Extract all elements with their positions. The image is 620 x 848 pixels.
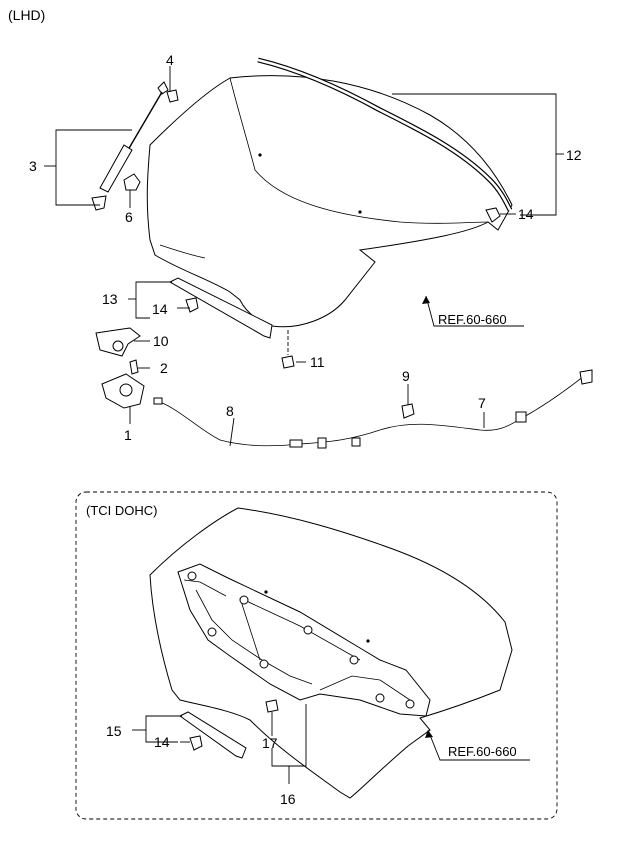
callout-10: 10 xyxy=(153,333,169,349)
callout-8: 8 xyxy=(226,403,234,419)
callout-15: 15 xyxy=(106,723,122,739)
callout-1: 1 xyxy=(124,427,132,443)
reference-label-upper: REF.60-660 xyxy=(438,312,507,327)
callout-14-a: 14 xyxy=(518,206,534,222)
clip-14-part-c xyxy=(189,735,203,751)
callout-12: 12 xyxy=(566,147,582,163)
cable-clip xyxy=(515,411,527,423)
variant-label: (LHD) xyxy=(8,7,45,23)
hood-hole xyxy=(358,210,362,214)
hood-latch xyxy=(95,327,145,409)
clip-9-part xyxy=(401,403,415,419)
section-label: (TCI DOHC) xyxy=(86,503,158,518)
cable-joint xyxy=(289,439,303,448)
leader-lines-upper xyxy=(44,66,564,447)
hood-hole xyxy=(258,153,262,157)
cable-joint xyxy=(351,437,361,447)
callout-13: 13 xyxy=(102,291,118,307)
hood-stay-rod xyxy=(91,81,169,211)
callout-14-b: 14 xyxy=(152,301,168,317)
bumper-11-part xyxy=(281,355,295,369)
callout-7: 7 xyxy=(478,395,486,411)
release-handle xyxy=(579,369,593,385)
bumper-17-part xyxy=(265,699,279,713)
callout-4: 4 xyxy=(166,52,174,68)
callout-3: 3 xyxy=(29,158,37,174)
callout-6: 6 xyxy=(125,209,133,225)
clip-14-part-b xyxy=(185,297,199,313)
clip-4-part xyxy=(166,89,179,103)
callout-16: 16 xyxy=(280,791,296,807)
leader-lines-lower xyxy=(132,704,530,784)
clip-14-part xyxy=(485,207,501,223)
hood-release-cable xyxy=(159,401,523,447)
grommet-6-part xyxy=(123,173,141,191)
reference-label-lower: REF.60-660 xyxy=(448,744,517,759)
cable-joint xyxy=(317,437,327,449)
hood-inner-frame xyxy=(177,563,431,717)
callout-2: 2 xyxy=(160,360,168,376)
hood-seal-15 xyxy=(179,711,247,759)
hood-weatherstrip xyxy=(257,57,513,212)
tci-dohc-section-box xyxy=(75,491,558,820)
callout-17: 17 xyxy=(262,735,278,751)
callout-9: 9 xyxy=(402,368,410,384)
callout-11: 11 xyxy=(310,354,325,370)
hood-seal-13 xyxy=(168,277,273,339)
callout-14-c: 14 xyxy=(154,734,170,750)
cable-end xyxy=(153,397,163,405)
hood-panel xyxy=(146,75,513,328)
